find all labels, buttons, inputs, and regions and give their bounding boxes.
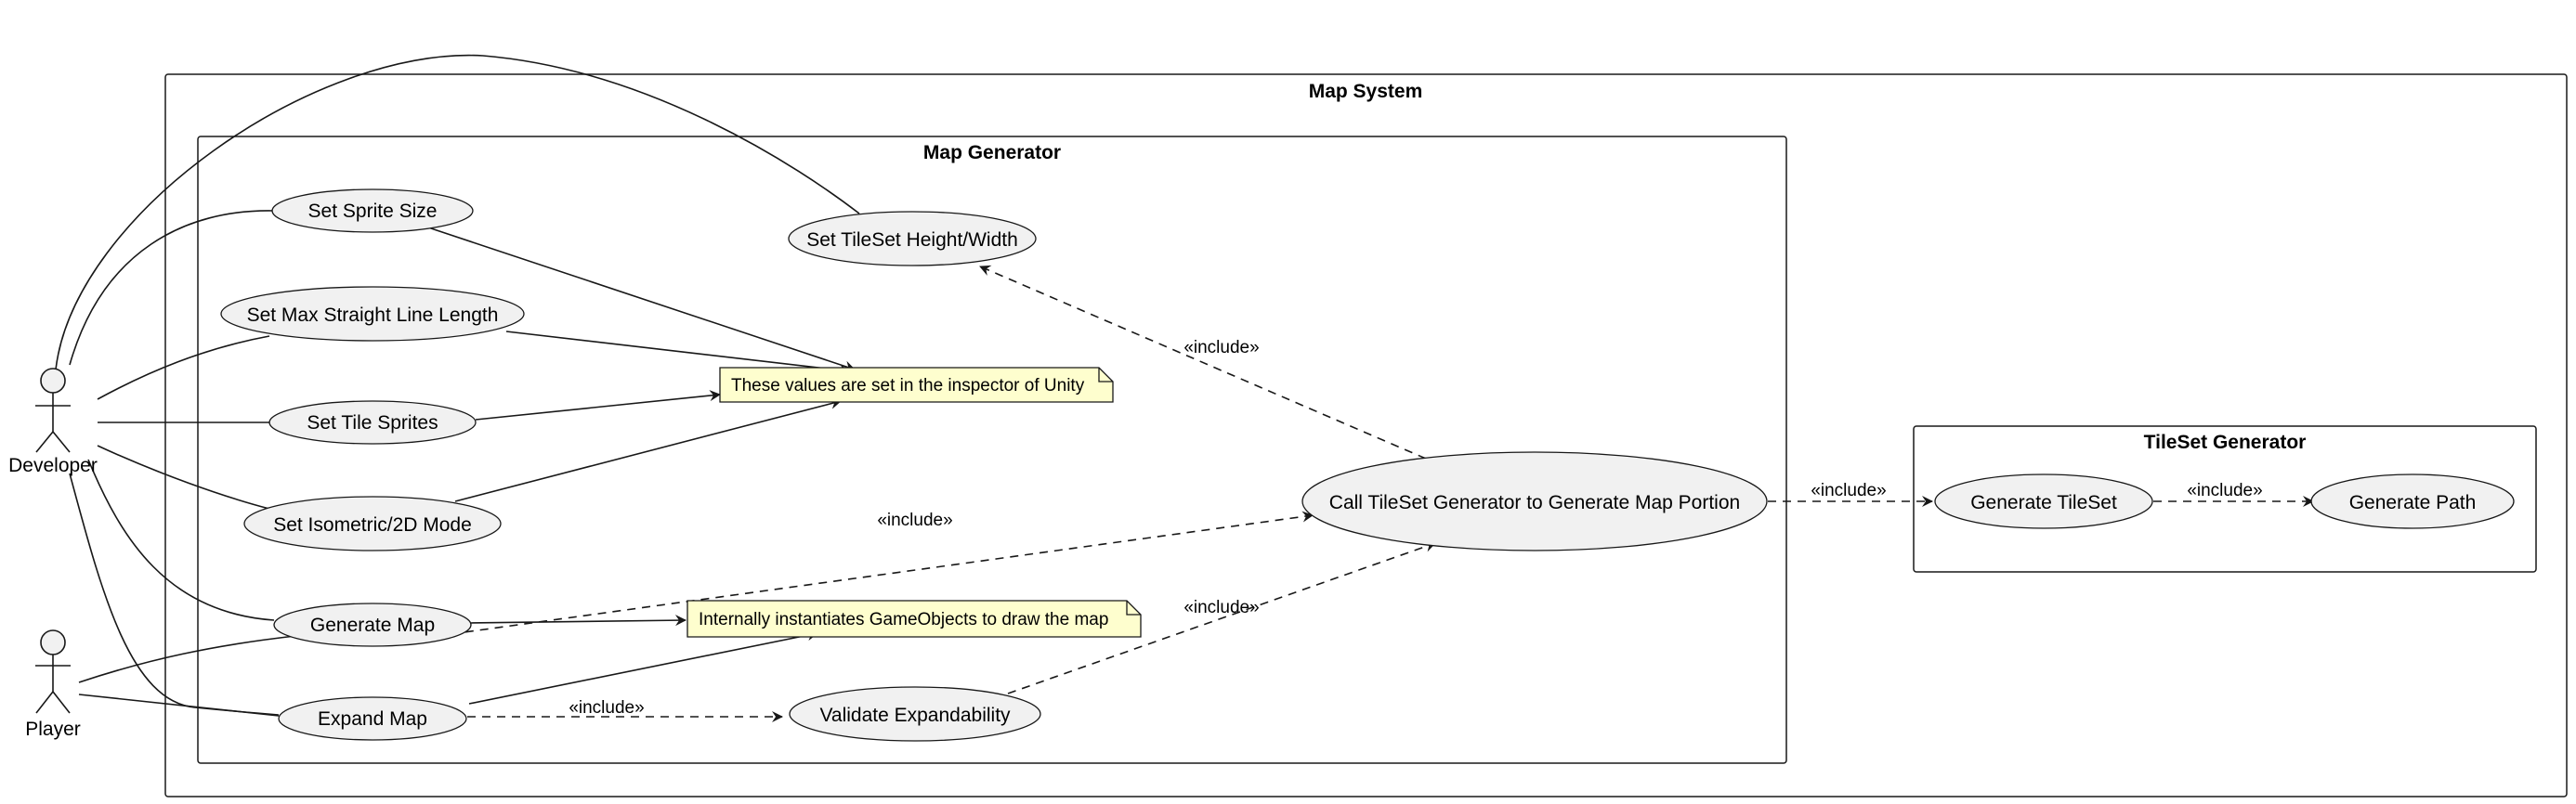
association-developer-tileset-size bbox=[55, 54, 860, 370]
include-label-validate: «include» bbox=[1183, 598, 1259, 617]
actor-developer: Developer bbox=[8, 368, 98, 476]
use-case-label: Set TileSet Height/Width bbox=[806, 229, 1018, 251]
use-case-label: Expand Map bbox=[318, 708, 427, 730]
include-label-generate-tileset: «include» bbox=[1811, 481, 1886, 500]
use-case-set-tileset-height-width: Set TileSet Height/Width bbox=[788, 211, 1037, 266]
actor-associations bbox=[55, 54, 860, 717]
actor-player-label: Player bbox=[25, 719, 81, 740]
include-relations bbox=[450, 265, 2314, 722]
tileset-generator-package: TileSet Generator bbox=[1913, 425, 2537, 573]
actor-head bbox=[40, 629, 66, 655]
use-case-label: Call TileSet Generator to Generate Map P… bbox=[1329, 492, 1740, 513]
association-developer-max-line bbox=[97, 335, 270, 400]
use-case-generate-map: Generate Map bbox=[273, 603, 472, 647]
map-generator-package: Map Generator bbox=[197, 136, 1787, 764]
note-inspector-text: These values are set in the inspector of… bbox=[731, 376, 1085, 396]
map-generator-title: Map Generator bbox=[923, 142, 1061, 163]
actor-player: Player bbox=[25, 629, 81, 740]
use-case-set-isometric-2d-mode: Set Isometric/2D Mode bbox=[243, 496, 502, 551]
include-label-expand: «include» bbox=[569, 698, 644, 718]
association-developer-generate-map bbox=[87, 459, 275, 621]
link-tile-sprites-note bbox=[475, 390, 721, 421]
link-isometric-note bbox=[454, 397, 842, 502]
tileset-generator-title: TileSet Generator bbox=[2144, 432, 2307, 453]
link-max-line-note bbox=[505, 331, 851, 376]
actor-developer-label: Developer bbox=[8, 455, 98, 476]
use-case-label: Generate Map bbox=[310, 615, 435, 636]
use-case-validate-expandability: Validate Expandability bbox=[789, 686, 1041, 742]
include-validate-to-call bbox=[1007, 540, 1436, 694]
use-case-set-tile-sprites: Set Tile Sprites bbox=[268, 400, 477, 445]
actor-head bbox=[40, 368, 66, 394]
association-developer-isometric bbox=[97, 445, 270, 510]
use-case-label: Generate Path bbox=[2349, 492, 2477, 513]
use-case-set-sprite-size: Set Sprite Size bbox=[271, 188, 474, 233]
map-system-package: Map System bbox=[164, 73, 2568, 798]
link-generate-map-note bbox=[470, 615, 686, 627]
include-generate-map-to-call bbox=[450, 511, 1314, 635]
note-links bbox=[422, 225, 856, 705]
link-sprite-size-note bbox=[422, 225, 856, 372]
use-case-generate-tileset: Generate TileSet bbox=[1934, 473, 2153, 529]
use-case-label: Set Tile Sprites bbox=[307, 412, 438, 434]
note-gameobjects-text: Internally instantiates GameObjects to d… bbox=[699, 610, 1108, 629]
association-developer-expand-map bbox=[69, 473, 280, 716]
include-label-tileset-size: «include» bbox=[1183, 338, 1259, 357]
include-call-to-tileset-size bbox=[979, 265, 1427, 460]
use-case-call-tileset-generator: Call TileSet Generator to Generate Map P… bbox=[1301, 451, 1768, 551]
use-case-label: Set Isometric/2D Mode bbox=[273, 514, 472, 536]
use-case-label: Set Max Straight Line Length bbox=[247, 305, 499, 326]
link-expand-map-note bbox=[468, 629, 818, 705]
use-case-expand-map: Expand Map bbox=[278, 696, 467, 741]
note-inspector: These values are set in the inspector of… bbox=[719, 367, 1114, 403]
use-case-label: Set Sprite Size bbox=[308, 201, 438, 222]
map-system-title: Map System bbox=[1309, 81, 1423, 102]
include-label-generate-map: «include» bbox=[877, 511, 952, 530]
note-gameobjects: Internally instantiates GameObjects to d… bbox=[686, 600, 1142, 638]
include-labels: «include» «include» «include» «include» … bbox=[569, 338, 2262, 718]
association-developer-sprite-size bbox=[69, 210, 275, 366]
use-case-set-max-straight-line-length: Set Max Straight Line Length bbox=[220, 286, 525, 342]
use-case-generate-path: Generate Path bbox=[2310, 473, 2515, 529]
association-player-generate-map bbox=[78, 635, 296, 683]
use-case-label: Generate TileSet bbox=[1970, 492, 2117, 513]
association-player-expand-map bbox=[78, 694, 280, 717]
include-label-generate-path: «include» bbox=[2187, 481, 2262, 500]
use-case-label: Validate Expandability bbox=[819, 705, 1011, 726]
